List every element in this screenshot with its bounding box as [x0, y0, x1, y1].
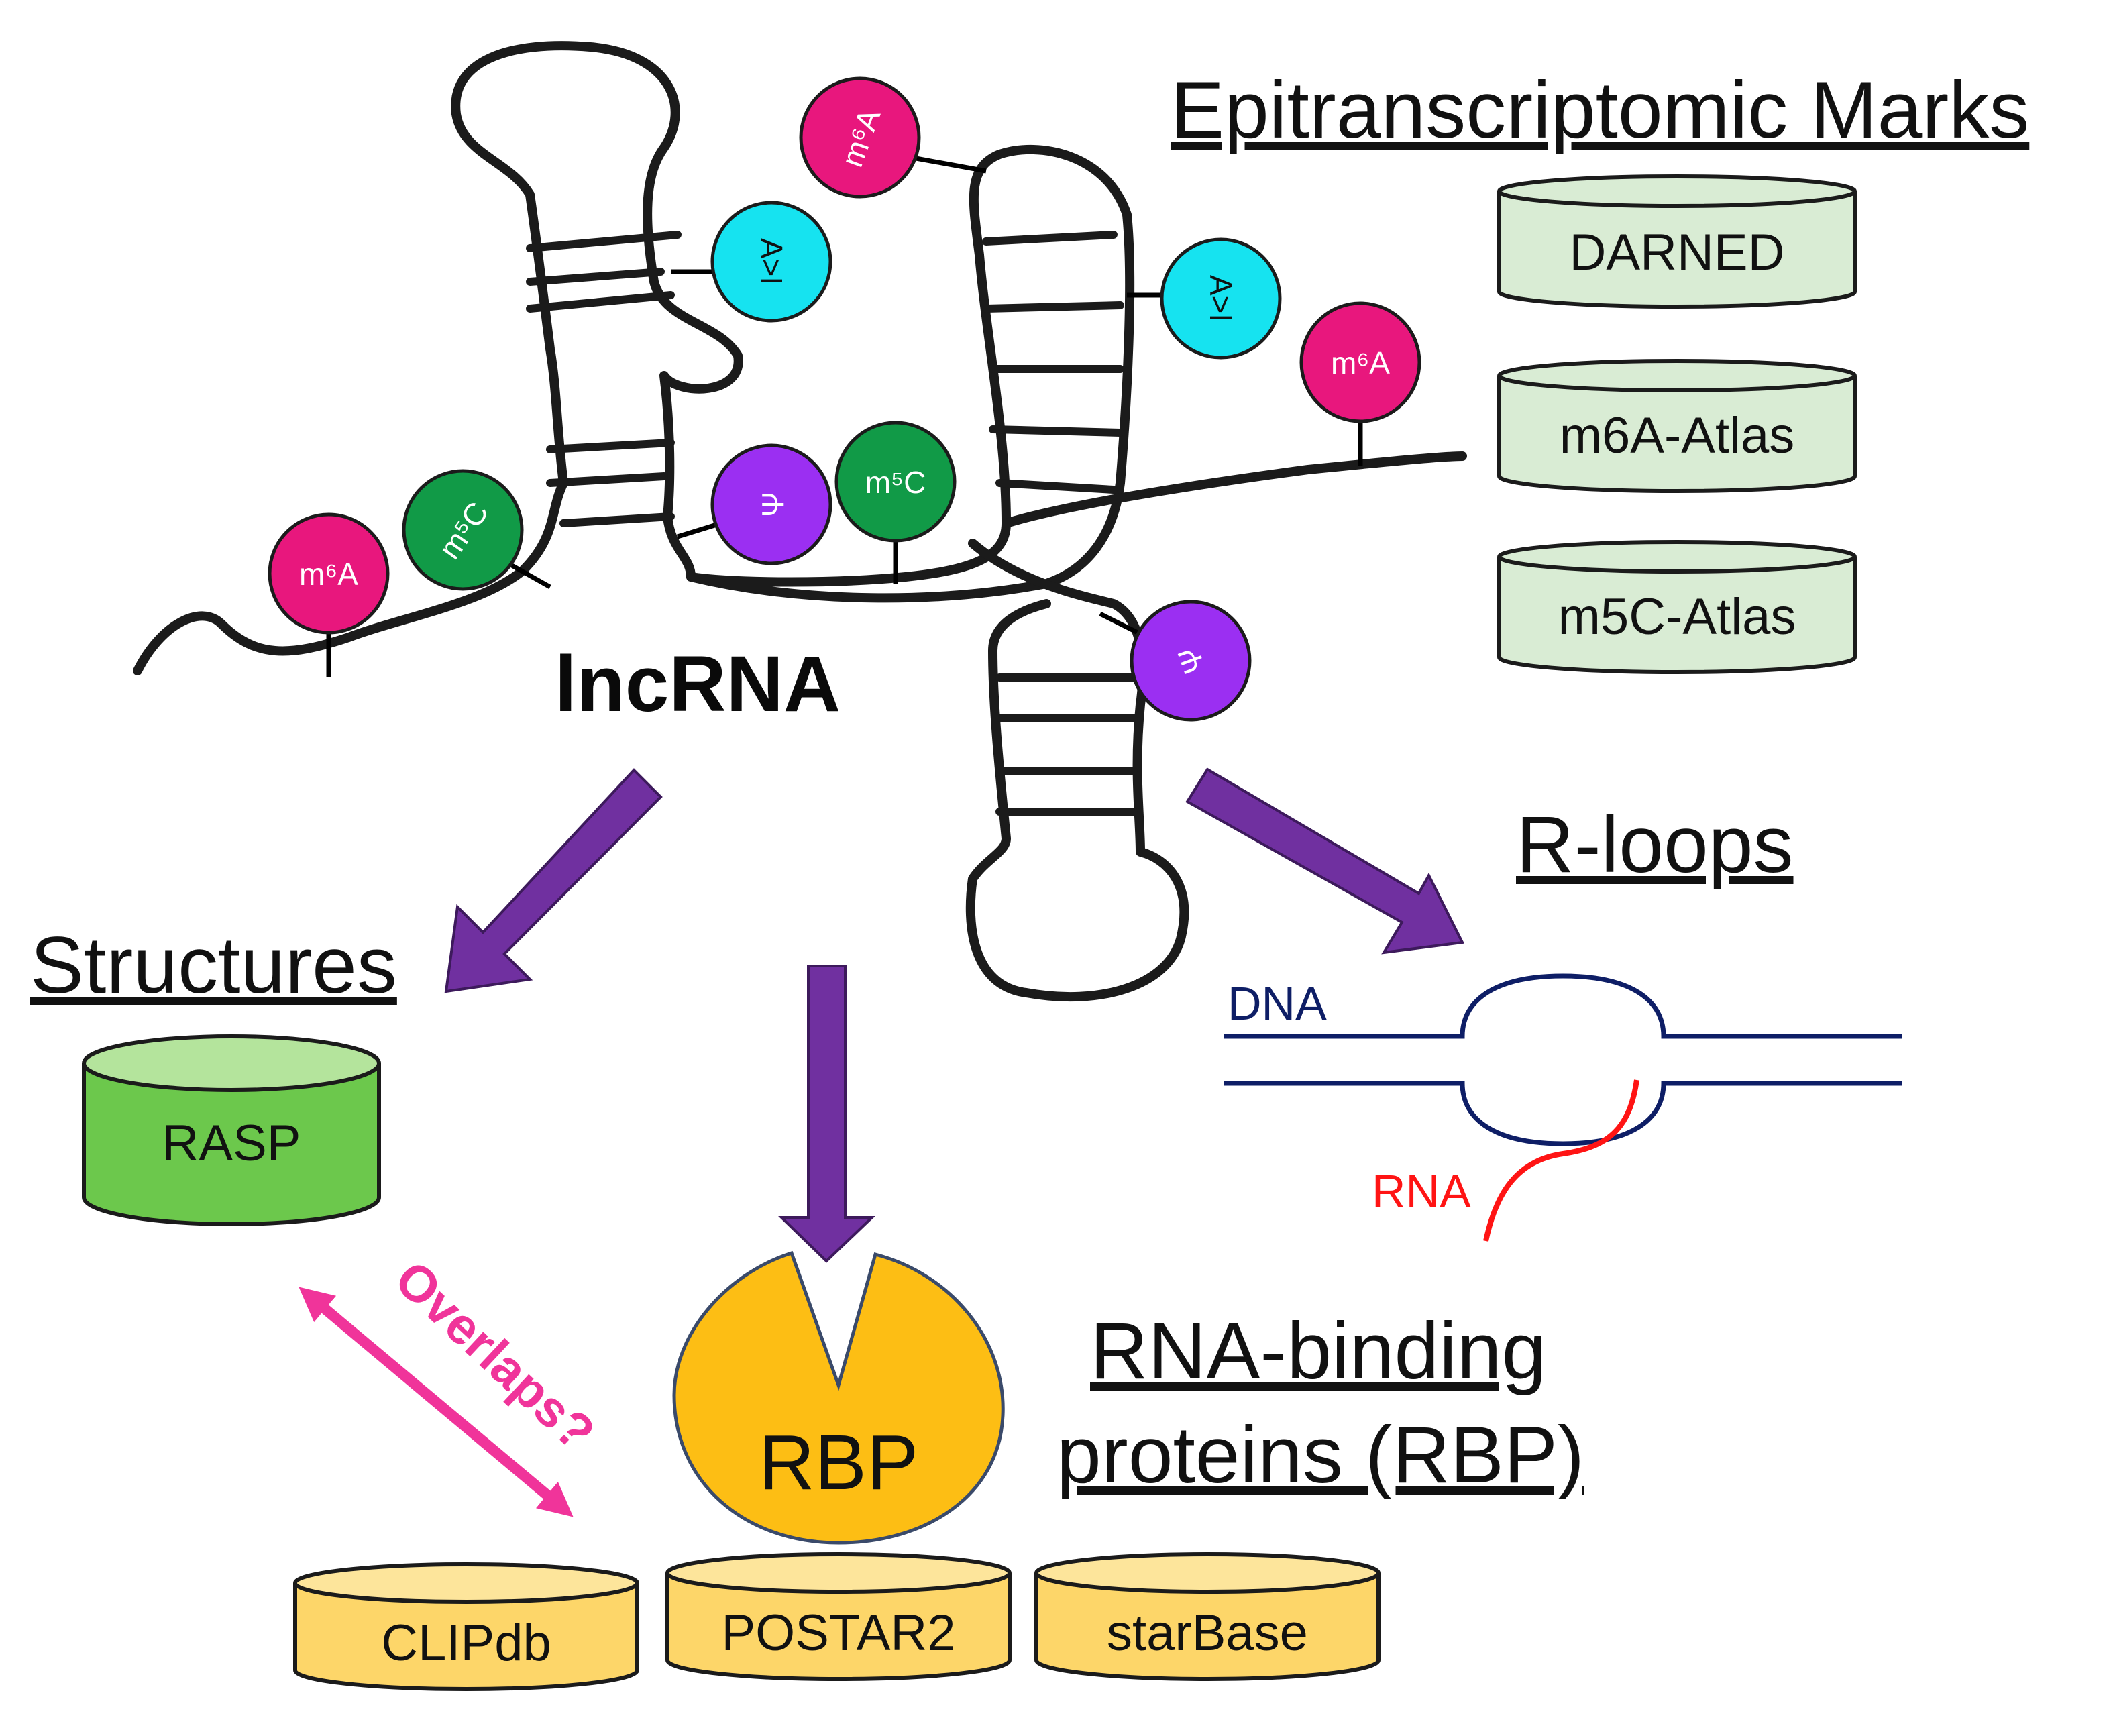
- rbp-protein: RBP: [672, 1250, 1005, 1545]
- rloop-illustration: DNA RNA: [1224, 973, 1902, 1242]
- dna-label: DNA: [1228, 977, 1327, 1030]
- flow-arrows: [444, 767, 1465, 1263]
- clipdb-label: CLIPdb: [381, 1615, 551, 1672]
- overlaps-indicator: Overlaps?: [299, 1250, 605, 1517]
- overlaps-double-arrow: [299, 1287, 574, 1517]
- rasp-label: RASP: [162, 1115, 301, 1172]
- rna-strand: [1483, 1079, 1639, 1242]
- m6a-mark-top: [799, 76, 921, 199]
- m5c-mark-left: [402, 469, 524, 591]
- rna-strand-left: [133, 41, 743, 675]
- psi-mark-middle-label: Ψ: [755, 492, 790, 517]
- m5c-atlas-database: m5C-Atlas: [1497, 540, 1857, 674]
- rloops-heading: R-loops: [1516, 800, 1794, 889]
- rna-modifications: m⁶A m⁵C Ψ m⁵C A>I m⁶A A>I m⁶A Ψ: [268, 76, 1421, 722]
- arrow-to-rbp: [778, 965, 875, 1263]
- epitranscriptomic-heading: Epitranscriptomic Marks: [1171, 65, 2029, 155]
- lncrna-title: lncRNA: [555, 640, 841, 728]
- rbp-heading-line1: RNA-binding: [1090, 1306, 1546, 1396]
- lncrna-structure: [133, 41, 1467, 1002]
- rbp-heading-line2: proteins (RBP): [1057, 1410, 1584, 1500]
- a-to-i-mark-right: [1160, 237, 1282, 360]
- darned-label: DARNED: [1570, 224, 1785, 281]
- darned-database: DARNED: [1497, 174, 1857, 309]
- clipdb-database: CLIPdb: [293, 1562, 639, 1691]
- structures-heading: Structures: [30, 920, 397, 1010]
- m5c-mark-middle: [834, 421, 957, 543]
- psi-mark-right: [1130, 600, 1252, 722]
- a-to-i-mark-right-label: A>I: [1203, 275, 1238, 322]
- postar2-database: POSTAR2: [665, 1552, 1012, 1681]
- overlaps-label: Overlaps?: [384, 1250, 605, 1462]
- m5c-atlas-label: m5C-Atlas: [1558, 588, 1796, 645]
- a-to-i-mark-top: [710, 201, 832, 323]
- rna-label: RNA: [1372, 1165, 1471, 1217]
- postar2-label: POSTAR2: [721, 1605, 955, 1662]
- m6a-atlas-database: m6A-Atlas: [1497, 359, 1857, 493]
- arrow-to-rloops: [1185, 767, 1465, 955]
- m6a-mark-left: [268, 512, 390, 635]
- rbp-label: RBP: [759, 1419, 919, 1506]
- psi-mark-middle: [710, 443, 832, 565]
- m6a-mark-right-label: m⁶A: [1331, 345, 1390, 380]
- rasp-database: RASP: [82, 1034, 381, 1226]
- starbase-label: starBase: [1107, 1605, 1308, 1662]
- rbp-pacman-shape: [672, 1250, 1005, 1545]
- m6a-mark-left-label: m⁶A: [299, 557, 358, 592]
- dna-bottom-strand: [1224, 1081, 1902, 1146]
- m5c-mark-middle-label: m⁵C: [865, 465, 926, 500]
- m6a-mark-right: [1299, 301, 1421, 423]
- a-to-i-mark-top-label: A>I: [754, 238, 789, 285]
- arrow-to-structures: [444, 768, 663, 993]
- starbase-database: starBase: [1034, 1552, 1381, 1681]
- dna-top-strand: [1224, 973, 1902, 1039]
- m6a-atlas-label: m6A-Atlas: [1560, 407, 1795, 464]
- rna-strand-right-tail: [1002, 451, 1467, 528]
